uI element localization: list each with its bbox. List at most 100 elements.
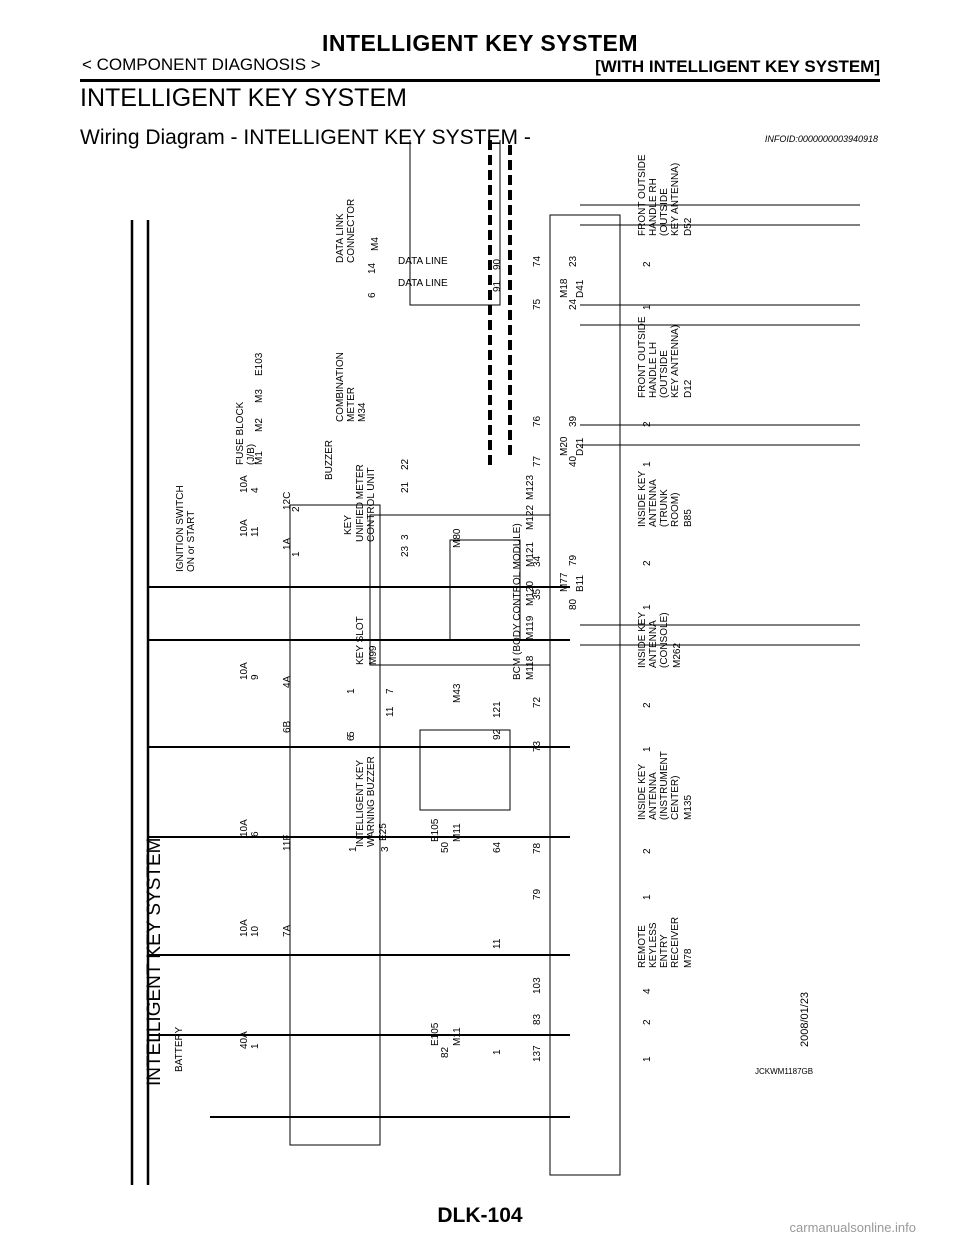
ground-meter-conn: M80 — [452, 528, 463, 548]
joint-3-top: M18 — [559, 278, 570, 298]
inline-conn-e105-a: E105 — [430, 818, 441, 842]
antenna-1-pin-4: 4 — [642, 988, 653, 994]
antenna-5-line-1: FRONT OUTSIDE — [637, 316, 648, 398]
fuse-block-jb: (J/B) — [246, 444, 257, 465]
bcm-pin-73: 73 — [532, 740, 543, 752]
ignition-switch-label: IGNITION SWITCH — [175, 485, 186, 572]
antenna-2-pin-2: 2 — [642, 848, 653, 854]
antenna-6-conn: D52 — [683, 217, 694, 236]
antenna-1-pin-2: 2 — [642, 1019, 653, 1025]
key-slot-pin-1: 1 — [346, 688, 357, 694]
warning-buzzer-conn: E25 — [378, 823, 389, 841]
inline-conn-m11-b: M11 — [452, 1027, 463, 1046]
bcm-pin-34: 34 — [532, 555, 543, 567]
page-title: INTELLIGENT KEY SYSTEM — [322, 30, 638, 56]
antenna-6-pin-1: 1 — [642, 304, 653, 310]
fuse-terminal-4a: 4A — [282, 675, 293, 688]
antenna-4-pin-1: 1 — [642, 604, 653, 610]
meter-pin-3: 3 — [400, 534, 411, 540]
buzzer-label: BUZZER — [324, 440, 335, 480]
bcm-pin-92: 92 — [492, 728, 503, 740]
fuse-block-label: FUSE BLOCK — [235, 401, 246, 465]
antenna-6-line-2: HANDLE RH — [648, 178, 659, 236]
data-line-group — [488, 140, 512, 465]
bcm-conn-m122: M122 — [525, 505, 536, 530]
fuse-num-5: 11 — [250, 526, 261, 537]
joint-1-bottom: B11 — [575, 575, 586, 592]
bcm-pin-137: 137 — [532, 1045, 543, 1062]
bcm-conn-m123: M123 — [525, 475, 536, 500]
antenna-2-line-4: CENTER) — [670, 776, 681, 820]
bcm-pin-77: 77 — [532, 455, 543, 467]
header-rule — [80, 79, 880, 82]
inline-pin-82: 82 — [440, 1046, 451, 1058]
antenna-2-line-1: INSIDE KEY — [637, 764, 648, 820]
joint-3-pin-24: 24 — [568, 298, 579, 310]
unified-meter-box — [449, 539, 521, 641]
data-link-label: DATA LINK — [335, 213, 346, 263]
antenna-6-pin-2: 2 — [642, 261, 653, 267]
key-slot-pin-7: 7 — [385, 688, 396, 694]
fuse-num-4: 9 — [250, 674, 261, 680]
key-slot-pin-11: 11 — [385, 706, 396, 717]
antenna-5-line-3: (OUTSIDE — [659, 350, 670, 398]
combination-meter-label: COMBINATION — [335, 352, 346, 422]
diagram-date: 2008/01/23 — [799, 992, 811, 1047]
dlc-pin-14: 14 — [367, 262, 378, 274]
meter-pin-2: 2 — [291, 506, 302, 512]
bcm-pin-35: 35 — [532, 588, 543, 600]
antenna-4-line-3: (TRUNK — [659, 489, 670, 527]
antenna-3-line-2: ANTENNA — [648, 620, 659, 668]
fuse-block-conn-m1: M1 — [254, 451, 265, 465]
warning-buzzer-pin-1: 1 — [348, 846, 359, 852]
meter-pin-22: 22 — [400, 458, 411, 470]
antenna-3-line-3: (CONSOLE) — [659, 612, 670, 668]
warning-buzzer-pin-3: 3 — [380, 846, 391, 852]
fuse-terminal-11f: 11F — [282, 835, 293, 852]
data-line-label-1: DATA LINE — [398, 256, 448, 267]
fuse-amp-3: 10A — [239, 819, 250, 837]
combination-meter-conn: M34 — [357, 402, 368, 422]
meter-pin-23: 23 — [400, 545, 411, 557]
antenna-3-pin-2: 2 — [642, 702, 653, 708]
rotated-diagram-body — [130, 140, 860, 1185]
antenna-3-conn: M262 — [672, 643, 683, 668]
antenna-1-line-2: KEYLESS — [648, 922, 659, 968]
bcm-conn-m121: M121 — [525, 542, 536, 567]
key-slot-box — [419, 729, 511, 811]
combination-meter-label-2: METER — [346, 387, 357, 422]
antenna-4-pin-2: 2 — [642, 560, 653, 566]
antenna-4-line-1: INSIDE KEY — [637, 471, 648, 527]
fuse-block-conn-m3: M3 — [254, 389, 265, 403]
key-slot-conn: M99 — [368, 645, 379, 665]
antenna-2-conn: M135 — [683, 795, 694, 820]
key-slot-pin-6: 6 — [346, 735, 357, 741]
figure-code: JCKWM1187GB — [755, 1067, 813, 1076]
inline-pin-50: 50 — [440, 841, 451, 853]
bcm-pin-74: 74 — [532, 255, 543, 267]
antenna-6-line-1: FRONT OUTSIDE — [637, 154, 648, 236]
key-label: KEY — [343, 515, 354, 535]
unified-meter-label-2: CONTROL UNIT — [366, 467, 377, 542]
fuse-terminal-1a: 1A — [282, 537, 293, 550]
fuse-terminal-12c: 12C — [282, 492, 293, 510]
antenna-1-line-3: ENTRY — [659, 934, 670, 968]
watermark: carmanualsonline.info — [789, 1220, 916, 1235]
fuse-amp-4: 10A — [239, 662, 250, 680]
rotated-system-title: INTELLIGENT KEY SYSTEM — [144, 838, 165, 1086]
joint-2-pin-39: 39 — [568, 415, 579, 427]
bcm-pin-76: 76 — [532, 415, 543, 427]
warning-buzzer-label-2: WARNING BUZZER — [366, 756, 377, 847]
fuse-num-3: 6 — [250, 831, 261, 837]
antenna-1-line-1: REMOTE — [637, 925, 648, 968]
antenna-2-line-3: (INSTRUMENT — [659, 751, 670, 820]
bcm-pin-121: 121 — [492, 701, 503, 718]
bcm-pin-11: 11 — [492, 938, 503, 949]
breadcrumb: < COMPONENT DIAGNOSIS > — [82, 55, 321, 74]
antenna-5-line-2: HANDLE LH — [648, 342, 659, 398]
fuse-terminal-6b: 6B — [282, 720, 293, 733]
bcm-pin-91: 91 — [492, 280, 503, 292]
bcm-pin-64: 64 — [492, 841, 503, 853]
antenna-4-conn: B85 — [683, 509, 694, 527]
wiring-diagram: INTELLIGENT KEY SYSTEM BATTERY IGNITION … — [130, 140, 860, 1185]
